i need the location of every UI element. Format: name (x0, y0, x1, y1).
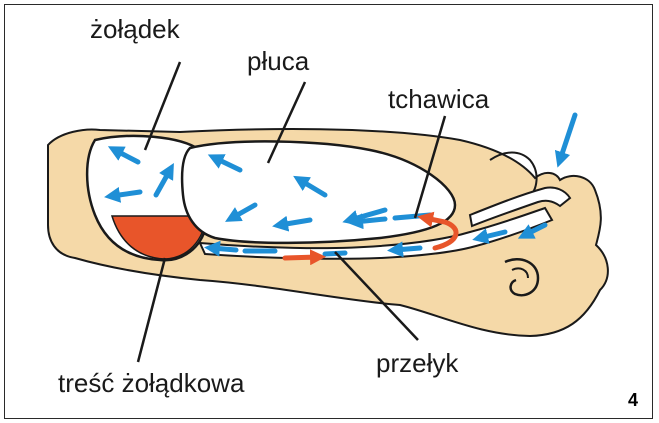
label-stomach: żołądek (90, 14, 181, 44)
label-gastric-contents: treść żołądkowa (58, 368, 245, 398)
label-esophagus: przełyk (376, 348, 459, 378)
label-lungs: płuca (247, 46, 310, 76)
figure-number: 4 (628, 390, 638, 410)
label-trachea: tchawica (388, 84, 490, 114)
